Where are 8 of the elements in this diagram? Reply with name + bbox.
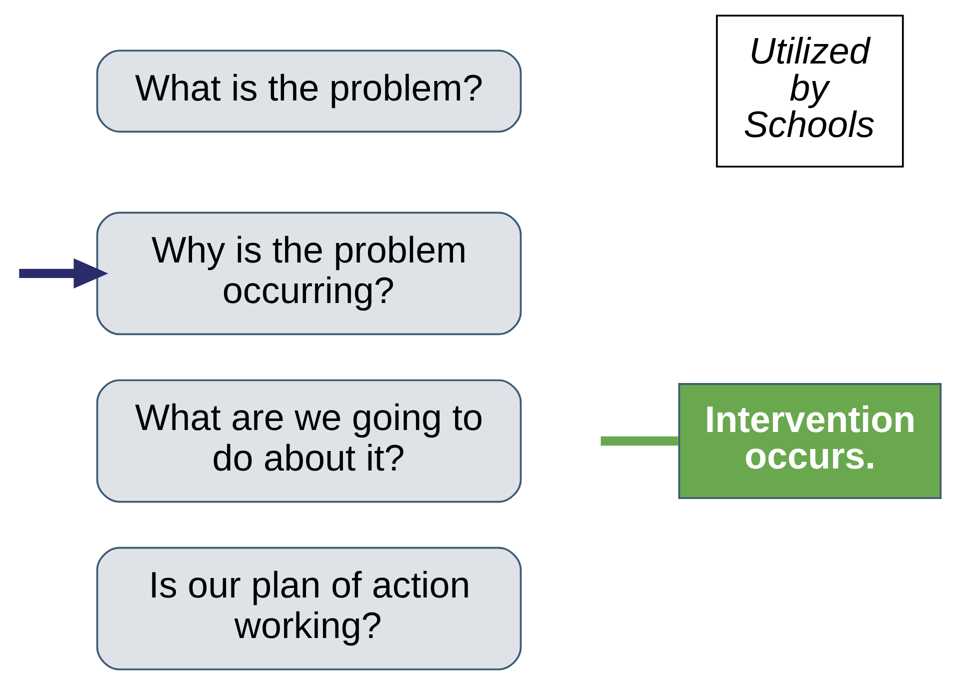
- arrow: [18, 258, 108, 289]
- node-box: Why is the problem occurring?: [96, 212, 522, 336]
- node-box: Is our plan of action working?: [96, 546, 522, 670]
- node-box: Intervention occurs.: [678, 383, 942, 500]
- node-box: What are we going to do about it?: [96, 379, 522, 503]
- node-box: Utilized by Schools: [715, 14, 904, 168]
- connector: [600, 436, 678, 446]
- node-box: What is the problem?: [96, 50, 522, 133]
